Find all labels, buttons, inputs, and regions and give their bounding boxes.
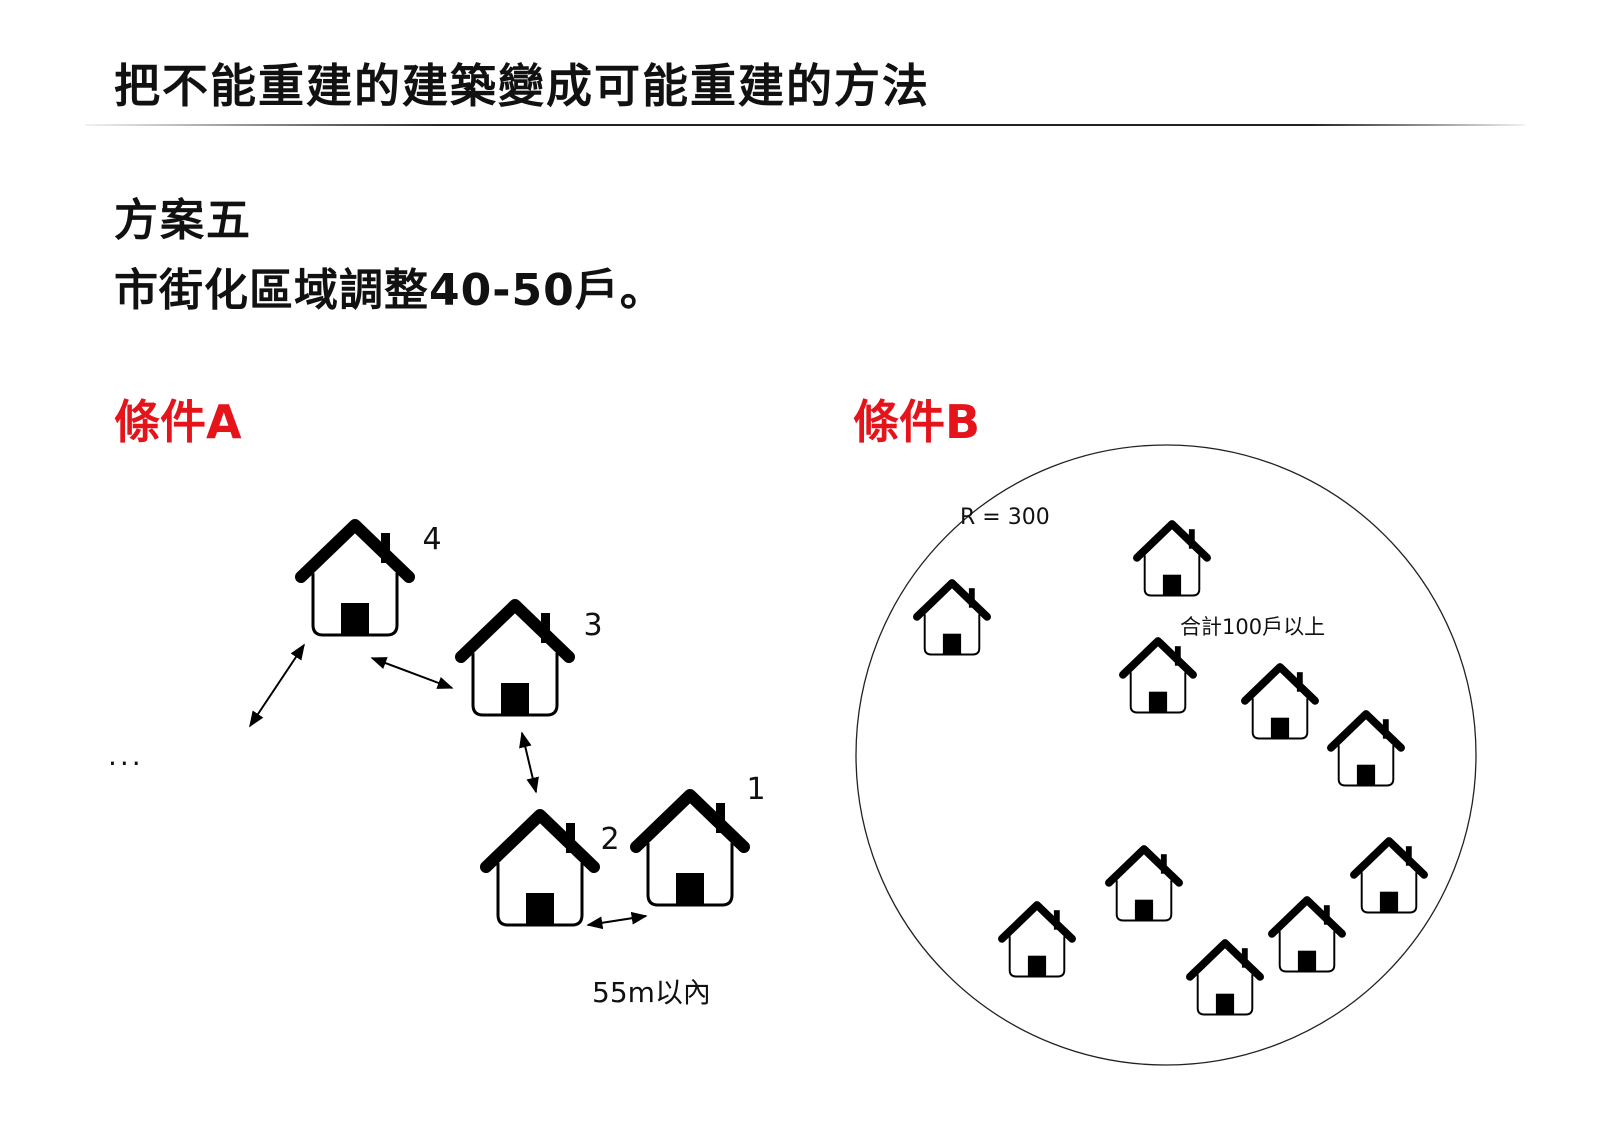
house-number-4: 4 [422, 522, 441, 557]
double-arrow-icon [370, 657, 454, 689]
title-divider [85, 124, 1525, 126]
distance-label: 55m以內 [592, 976, 711, 1009]
house-icon [1190, 943, 1260, 1015]
house-icon [1002, 905, 1072, 977]
house-icon [1331, 714, 1401, 786]
house-number-1: 1 [746, 772, 765, 807]
house-number-3: 3 [583, 608, 602, 643]
ellipsis-label: ... [108, 739, 144, 772]
radius-circle [855, 444, 1477, 1066]
house-icon [461, 605, 569, 715]
condition-b-diagram: R = 300 合計100戶以上 [855, 444, 1477, 1066]
double-arrow-icon [519, 731, 539, 794]
house-icon [1354, 841, 1424, 913]
double-arrow-icon [249, 643, 305, 728]
house-icon [1123, 641, 1193, 713]
total-count-label: 合計100戶以上 [1180, 615, 1325, 639]
plan-description: 市街化區域調整40-50戶。 [114, 265, 665, 316]
house-icon [1245, 667, 1315, 739]
house-icon [486, 815, 594, 925]
house-icon [1109, 849, 1179, 921]
house-icon [636, 795, 744, 905]
condition-a-diagram: ... 1 2 3 4 55m以內 [108, 522, 766, 1009]
plan-name: 方案五 [114, 195, 252, 246]
page-title: 把不能重建的建築變成可能重建的方法 [114, 59, 930, 113]
house-icon [1137, 524, 1207, 596]
double-arrow-icon [586, 911, 648, 930]
house-icon [1272, 900, 1342, 972]
condition-a-heading: 條件A [114, 395, 242, 449]
house-icon [301, 525, 409, 635]
radius-label: R = 300 [960, 505, 1050, 530]
house-number-2: 2 [600, 822, 619, 857]
house-icon [917, 583, 987, 655]
condition-b-heading: 條件B [853, 395, 981, 449]
